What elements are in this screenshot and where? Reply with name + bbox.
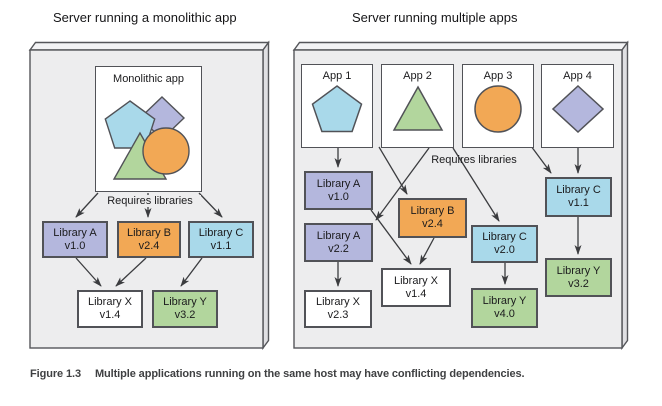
library-box: Library C v1.1: [545, 177, 612, 217]
library-box: Library A v1.0: [304, 171, 373, 210]
library-name: Library Y: [163, 296, 207, 308]
arrow-app2-to-libA22: [375, 147, 430, 221]
arrow-libB24-to-libX14: [419, 237, 435, 265]
library-box: Library X v2.3: [304, 290, 372, 328]
library-box: Library Y v4.0: [471, 288, 538, 328]
library-name: Library A: [316, 177, 361, 190]
app-label: App 1: [322, 70, 352, 82]
server-right-side: [621, 40, 629, 351]
left-panel-arrows: [75, 192, 223, 287]
library-version: v4.0: [494, 308, 515, 320]
figure-caption: Figure 1.3 Multiple applications running …: [30, 368, 525, 380]
arrow-monolith-to-libA: [75, 192, 99, 218]
library-version: v1.1: [210, 239, 232, 252]
pentagon-icon: [311, 85, 363, 133]
app-box: App 1: [301, 64, 373, 148]
diamond-icon: [551, 85, 604, 133]
library-box: Library A v2.2: [304, 223, 373, 262]
library-name: Library B: [410, 205, 455, 217]
library-name: Library Y: [482, 295, 527, 307]
library-version: v2.4: [138, 239, 160, 252]
library-box: Library C v2.0: [471, 225, 538, 263]
library-name: Library Y: [556, 264, 601, 277]
library-name: Library X: [315, 296, 361, 308]
library-version: v1.4: [99, 309, 121, 321]
arrow-libC-to-libY: [180, 257, 203, 287]
library-name: Library X: [393, 274, 439, 287]
app-box: App 4: [541, 64, 614, 148]
server-left-lid: [28, 41, 270, 51]
library-name: Library C: [482, 231, 527, 243]
app-label: App 4: [563, 70, 592, 82]
left-panel-title: Server running a monolithic app: [53, 10, 237, 25]
requires-libraries-label-left: Requires libraries: [99, 195, 201, 207]
arrow-libA10-to-libX14: [370, 209, 412, 265]
figure-caption-text: Multiple applications running on the sam…: [94, 368, 525, 380]
library-name: Library X: [87, 296, 133, 308]
triangle-icon: [392, 85, 443, 131]
requires-libraries-label-right: Requires libraries: [431, 154, 517, 166]
library-box: Library Y v3.2: [152, 290, 218, 328]
library-box: Library X v1.4: [77, 290, 143, 328]
library-box: Library A v1.0: [42, 221, 108, 258]
monolith-shapes-cluster: [104, 96, 190, 180]
server-left-side: [262, 40, 270, 351]
library-box: Library C v1.1: [188, 221, 254, 258]
library-version: v2.0: [494, 244, 515, 256]
library-version: v1.1: [568, 197, 589, 209]
arrow-monolith-to-libC: [198, 192, 223, 218]
monolithic-app-title: Monolithic app: [113, 73, 184, 85]
library-box: Library B v2.4: [117, 221, 181, 258]
library-name: Library A: [53, 226, 97, 239]
server-right-lid: [292, 41, 629, 51]
arrow-libB-to-libX: [115, 257, 147, 287]
library-box: Library X v1.4: [381, 268, 451, 307]
library-version: v1.0: [328, 190, 349, 203]
figure-caption-label: Figure 1.3: [30, 368, 81, 380]
right-panel-arrows: [334, 145, 582, 287]
arrow-app2-to-libC20: [452, 147, 500, 222]
app-label: App 3: [483, 70, 513, 82]
library-version: v3.2: [568, 277, 589, 290]
app-box: App 3: [462, 64, 534, 148]
library-version: v3.2: [174, 309, 196, 321]
library-version: v1.0: [64, 239, 86, 252]
library-box: Library Y v3.2: [545, 258, 612, 297]
library-name: Library A: [316, 229, 361, 242]
library-version: v2.2: [328, 242, 349, 255]
arrow-libA-to-libX: [75, 257, 102, 287]
library-version: v2.3: [327, 309, 349, 321]
library-version: v2.4: [422, 218, 443, 230]
app-box: App 2: [381, 64, 454, 148]
library-name: Library C: [556, 184, 601, 196]
right-panel-title: Server running multiple apps: [352, 10, 518, 25]
circle-icon: [474, 85, 522, 133]
arrow-app2-to-libB24: [378, 146, 408, 195]
library-name: Library B: [126, 226, 172, 239]
circle-icon: [142, 127, 190, 175]
library-version: v1.4: [405, 287, 427, 300]
monolithic-app-box: Monolithic app: [95, 66, 202, 192]
arrow-app3-to-libC11: [530, 145, 552, 174]
app-label: App 2: [403, 70, 432, 82]
library-name: Library C: [198, 226, 244, 239]
library-box: Library B v2.4: [398, 198, 467, 238]
